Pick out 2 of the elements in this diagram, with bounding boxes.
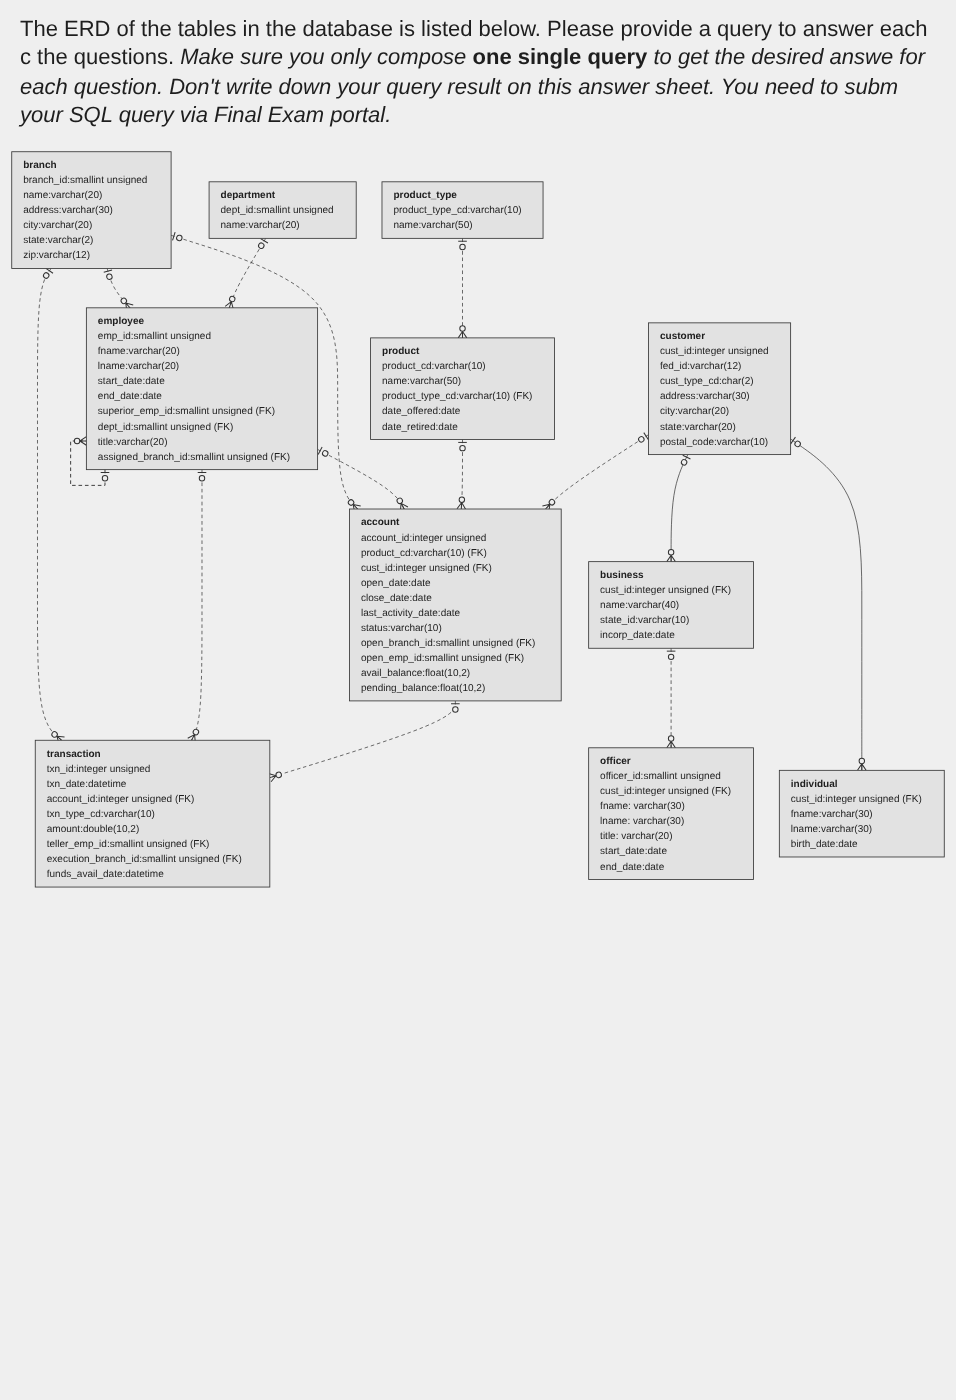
instruction-text: The ERD of the tables in the database is listed below. Please provide a query to answer each c the questions. Make sure you only compose one single query to get the desired answe for each question. Don't write down your query result on this answer sheet. You need to subm your SQL query via Final Exam portal. <box>20 16 930 131</box>
connector <box>103 268 134 312</box>
